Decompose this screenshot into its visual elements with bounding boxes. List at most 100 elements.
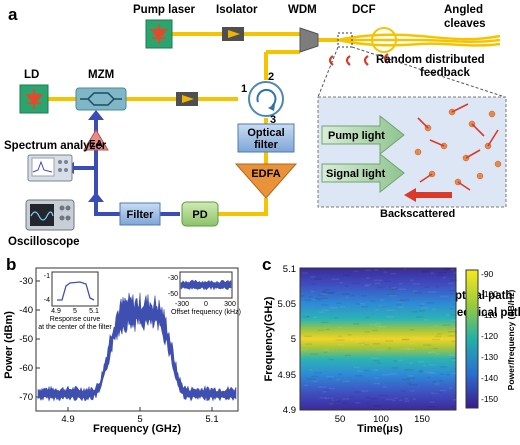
plot-b-xtick: 5.1 xyxy=(205,414,218,425)
heatmap-speckle xyxy=(325,328,330,331)
port-1-label: 1 xyxy=(241,83,247,95)
heatmap-speckle xyxy=(337,326,343,329)
legend-optical-label: Optical path xyxy=(446,290,512,302)
heatmap-speckle xyxy=(404,398,409,400)
heatmap-speckle xyxy=(409,329,415,331)
heatmap-speckle xyxy=(364,269,371,272)
heatmap-speckle xyxy=(361,305,368,308)
heatmap-speckle xyxy=(352,282,360,285)
heatmap-speckle xyxy=(392,399,397,402)
heatmap-speckle xyxy=(341,402,348,404)
heatmap-speckle xyxy=(446,268,452,270)
spectrum-analyzer-label: Spectrum analyzer xyxy=(4,140,107,152)
isolator-mid-arrow-icon xyxy=(182,95,194,103)
heatmap-speckle xyxy=(318,294,324,297)
heatmap-speckle xyxy=(407,348,415,350)
heatmap-speckle xyxy=(355,402,361,404)
heatmap-speckle xyxy=(389,288,396,291)
heatmap-speckle xyxy=(386,316,394,318)
heatmap-speckle xyxy=(337,344,345,346)
heatmap-speckle xyxy=(400,348,410,350)
heatmap-speckle xyxy=(328,387,335,390)
heatmap-speckle xyxy=(453,298,460,301)
heatmap-speckle xyxy=(373,369,378,371)
heatmap-speckle xyxy=(412,311,418,313)
heatmap-speckle xyxy=(414,292,422,294)
optical-path-edfa-pd xyxy=(218,198,268,216)
heatmap-speckle xyxy=(442,324,451,326)
heatmap-speckle xyxy=(450,358,457,360)
colorbar-tick: -130 xyxy=(481,352,498,362)
colorbar-tick: -110 xyxy=(481,310,498,320)
heatmap-speckle xyxy=(422,364,427,367)
colorbar-tick: -150 xyxy=(481,394,498,404)
backscatter-inset: Pump light Signal light Backscattered xyxy=(317,96,507,220)
heatmap-speckle xyxy=(342,398,350,400)
heatmap-speckle xyxy=(452,399,459,401)
inset-left-caption-1: Response curve xyxy=(50,316,101,323)
heatmap-speckle xyxy=(321,290,326,293)
heatmap-speckle xyxy=(432,308,436,310)
heatmap-speckle xyxy=(365,316,369,319)
plot-c-ytick: 5.1 xyxy=(283,264,296,275)
heatmap-speckle xyxy=(355,303,360,305)
spectrum-trace xyxy=(37,292,237,402)
pump-light-arrow xyxy=(321,114,405,156)
heatmap-speckle xyxy=(439,295,449,298)
heatmap-speckle xyxy=(443,268,450,270)
heatmap-speckle xyxy=(375,322,381,324)
isolator-label: Isolator xyxy=(216,4,258,16)
heatmap-speckle xyxy=(329,306,338,309)
filter-box xyxy=(119,202,161,226)
colorbar-tick: -100 xyxy=(481,289,498,299)
heatmap-speckle xyxy=(427,405,436,408)
plot-c-ytick: 5 xyxy=(291,334,296,345)
heatmap-speckle xyxy=(361,390,369,392)
heatmap-speckle xyxy=(319,397,327,399)
heatmap-speckle xyxy=(430,272,434,274)
plot-c-xtick: 150 xyxy=(414,414,430,425)
heatmap-speckle xyxy=(304,335,312,337)
colorbar xyxy=(465,269,479,409)
heatmap-speckle xyxy=(390,273,397,275)
heatmap-speckle xyxy=(450,292,454,295)
optical-filter-label-1: Optical xyxy=(247,127,284,139)
heatmap-speckle xyxy=(335,339,345,341)
heatmap-speckle xyxy=(302,272,308,274)
heatmap-speckle xyxy=(437,272,442,274)
heatmap-speckle xyxy=(356,370,363,373)
heatmap-speckle xyxy=(373,359,380,362)
heatmap-speckle xyxy=(336,302,342,304)
heatmap-speckle xyxy=(424,286,430,288)
heatmap-speckle xyxy=(373,405,383,407)
zoom-line-left xyxy=(317,46,339,98)
heatmap-speckle xyxy=(304,299,314,301)
mzm-box xyxy=(75,87,127,111)
heatmap-speckle xyxy=(407,382,412,384)
heatmap-speckle xyxy=(391,367,399,369)
heatmap-speckle xyxy=(374,269,379,271)
heatmap-speckle xyxy=(432,380,436,383)
heatmap-speckle xyxy=(441,272,447,274)
heatmap-speckle xyxy=(451,359,459,361)
heatmap-speckle xyxy=(449,387,453,390)
heatmap-speckle xyxy=(439,366,448,368)
oscilloscope-icon xyxy=(25,199,75,231)
heatmap-speckle xyxy=(400,299,409,301)
port-2-label: 2 xyxy=(268,71,274,83)
heatmap-speckle xyxy=(452,327,462,330)
dcf-label: DCF xyxy=(352,4,376,16)
heatmap-speckle xyxy=(300,348,309,351)
heatmap-speckle xyxy=(397,300,406,303)
heatmap-speckle xyxy=(409,362,413,364)
heatmap-speckle xyxy=(426,376,431,379)
heatmap-speckle xyxy=(413,398,417,400)
heatmap-speckle xyxy=(426,302,435,304)
heatmap-speckle xyxy=(419,304,424,307)
heatmap-speckle xyxy=(429,401,435,403)
inset-left-xtick: 5.1 xyxy=(89,308,99,315)
heatmap-speckle xyxy=(418,310,426,312)
heatmap-speckle xyxy=(373,382,380,385)
heatmap-speckle xyxy=(434,383,440,385)
plot-c-xticks: 50 100 150 xyxy=(335,414,430,425)
